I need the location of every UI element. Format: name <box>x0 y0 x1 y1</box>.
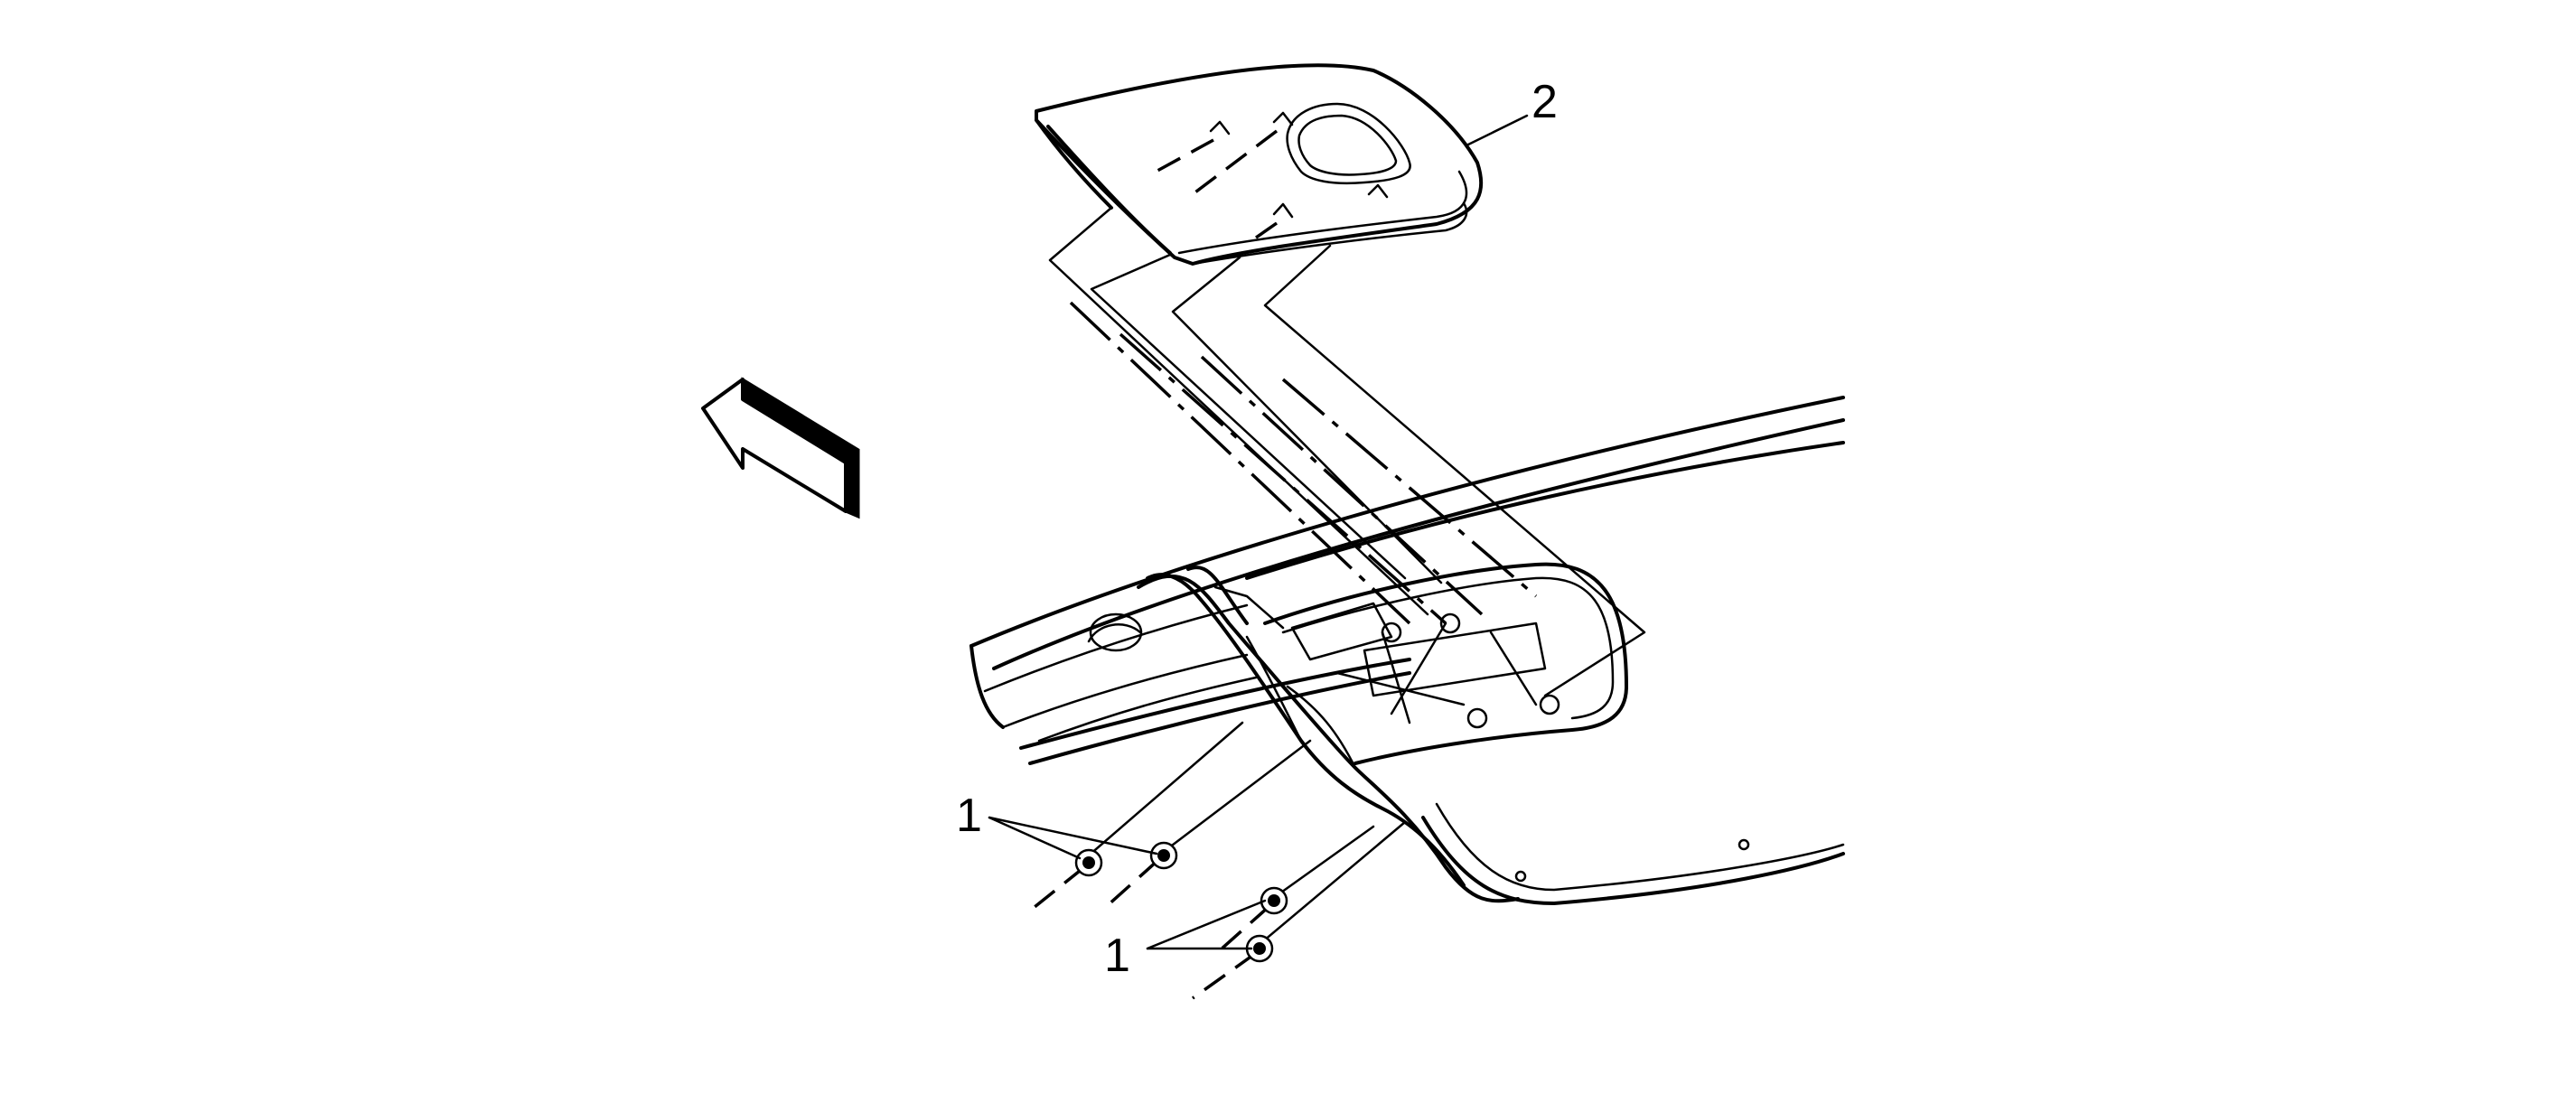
callout-label-1-upper: 1 <box>956 790 982 842</box>
alignment-lines <box>1028 129 1646 1000</box>
nut-icon <box>1149 841 1178 870</box>
callout-label-2: 2 <box>1532 76 1558 128</box>
spoiler-pedestal <box>1137 566 1520 903</box>
nut-icon <box>1245 934 1274 963</box>
spoiler-component <box>1035 63 1484 266</box>
nut-icon <box>1260 886 1288 915</box>
nut-icon <box>1074 848 1103 877</box>
callout-label-1-lower: 1 <box>1104 930 1130 982</box>
front-direction-arrow-icon <box>701 377 860 519</box>
callout-leaders <box>988 114 1529 950</box>
decklid-body <box>970 396 1845 905</box>
fastener-nuts <box>1074 841 1288 963</box>
